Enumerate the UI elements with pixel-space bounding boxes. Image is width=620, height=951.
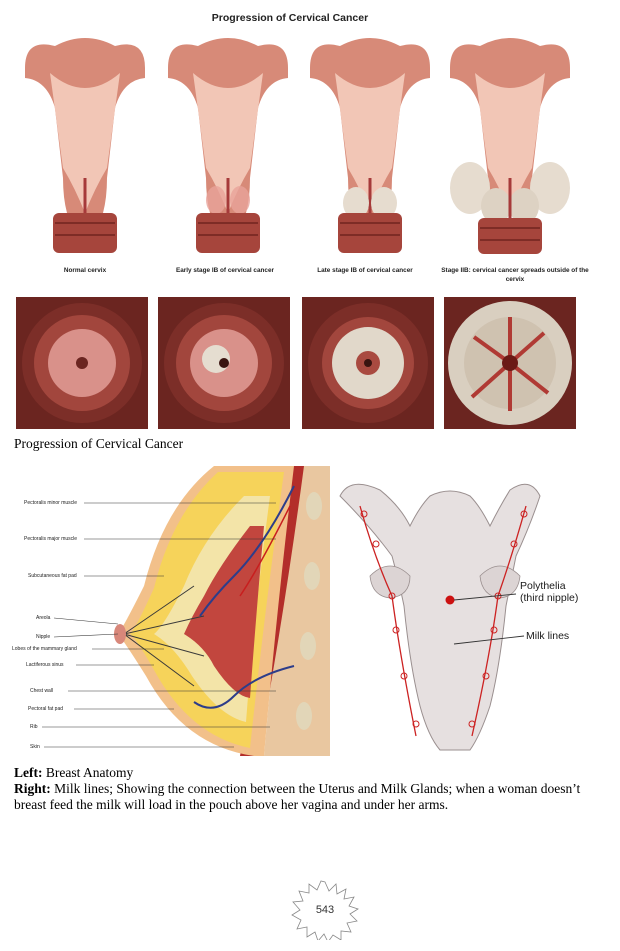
cervix-closeup-normal (16, 297, 148, 429)
stage-label-normal: Normal cervix (63, 267, 107, 274)
breast-label-nipple: Nipple (36, 634, 51, 640)
caption-right-text: Milk lines; Showing the connection betwe… (14, 781, 581, 812)
breast-label-lactiferous-sinus: Lactiferous sinus (26, 662, 64, 668)
uterus-normal-illustration (15, 28, 155, 258)
breast-label-pectoralis-major: Pectoralis major muscle (24, 536, 78, 542)
milk-lines-label: Milk lines (526, 630, 570, 642)
breast-label-areola: Areola (36, 615, 51, 621)
cervix-closeup-late-ib (302, 297, 434, 429)
stage-label-early-ib: Early stage IB of cervical cancer (175, 267, 275, 274)
breast-label-rib: Rib (30, 724, 38, 730)
figure1-title: Progression of Cervical Cancer (211, 12, 369, 24)
breast-label-subcutaneous-fat: Subcutaneous fat pad (28, 573, 77, 579)
stage-label-late-ib: Late stage IB of cervical cancer (317, 267, 413, 274)
figure2-caption: Left: Breast Anatomy Right: Milk lines; … (14, 765, 614, 813)
figure1-caption: Progression of Cervical Cancer (14, 436, 184, 451)
breast-label-pectoral-fat-pad: Pectoral fat pad (28, 706, 64, 712)
starburst-icon (291, 880, 359, 940)
breast-label-pectoralis-minor: Pectoralis minor muscle (24, 500, 78, 506)
caption-left-label: Left: (14, 765, 43, 780)
milk-lines-body-illustration: Polythelia (third nipple) Milk lines (330, 466, 600, 756)
caption-right-label: Right: (14, 781, 51, 796)
polythelia-sublabel: (third nipple) (520, 592, 579, 604)
uterus-early-ib-illustration (158, 28, 298, 258)
page-number-badge: 543 (290, 880, 360, 940)
cervix-closeup-early-ib (158, 297, 290, 429)
uterus-stage-iib-illustration (440, 28, 580, 258)
breast-label-skin: Skin (30, 744, 40, 750)
caption-left-text: Breast Anatomy (42, 765, 134, 780)
polythelia-label: Polythelia (520, 580, 566, 592)
stage-label-stage-iib: Stage IIB: cervical cancer spreads outsi… (441, 267, 589, 283)
page-number: 543 (315, 904, 335, 916)
breast-label-lobes: Lobes of the mammary gland (12, 646, 77, 652)
breast-anatomy-illustration: Pectoralis minor muscle Pectoralis major… (12, 466, 330, 756)
cervix-closeup-stage-iib (444, 297, 576, 429)
uterus-late-ib-illustration (300, 28, 440, 258)
breast-label-chest-wall: Chest wall (30, 688, 54, 694)
